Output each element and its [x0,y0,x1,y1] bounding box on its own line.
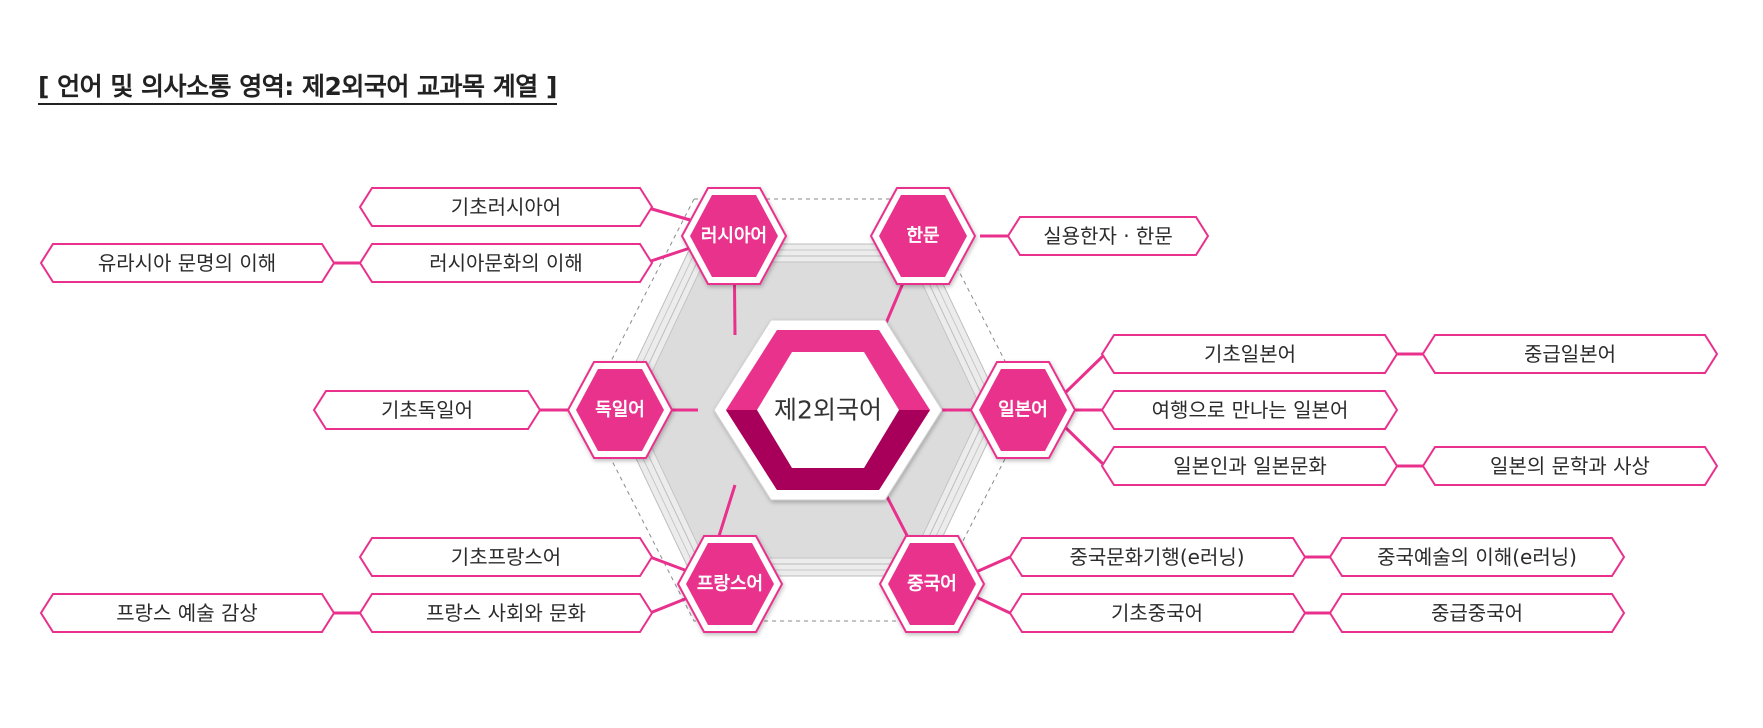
course-label: 프랑스 사회와 문화 [426,601,586,625]
course-box-japanese-literature[interactable]: 일본의 문학과 사상 [1421,446,1719,486]
course-box-russian-culture[interactable]: 러시아문화의 이해 [358,243,654,283]
course-box-hanmun[interactable]: 실용한자 · 한문 [1006,216,1210,256]
course-box-eurasia[interactable]: 유라시아 문명의 이해 [39,243,336,283]
course-box-basic-german[interactable]: 기초독일어 [312,390,542,430]
hex-french[interactable] [676,535,784,633]
hex-hanmun[interactable] [869,187,977,285]
course-box-intermediate-chinese[interactable]: 중급중국어 [1328,593,1626,633]
course-label: 실용한자 · 한문 [1043,224,1172,248]
page-title: [ 언어 및 의사소통 영역: 제2외국어 교과목 계열 ] [38,72,557,105]
course-label: 기초독일어 [381,398,473,422]
course-box-japanese-culture[interactable]: 일본인과 일본문화 [1100,446,1399,486]
course-label: 중급중국어 [1431,601,1523,625]
course-label: 기초일본어 [1204,342,1296,366]
center-label: 제2외국어 [774,396,882,425]
course-label: 기초프랑스어 [451,545,561,569]
course-box-basic-russian[interactable]: 기초러시아어 [358,187,654,227]
course-box-chinese-culture-tour[interactable]: 중국문화기행(e러닝) [1008,537,1307,577]
course-box-french-society[interactable]: 프랑스 사회와 문화 [358,593,654,633]
course-label: 일본의 문학과 사상 [1490,454,1650,478]
course-label: 중급일본어 [1524,342,1616,366]
course-label: 유라시아 문명의 이해 [98,251,276,275]
course-label: 러시아문화의 이해 [429,251,583,275]
center-hexagon [713,319,943,501]
course-box-basic-french[interactable]: 기초프랑스어 [358,537,654,577]
hex-japanese[interactable] [969,361,1077,459]
hex-german[interactable] [566,361,674,459]
course-box-intermediate-japanese[interactable]: 중급일본어 [1421,334,1719,374]
course-label: 중국예술의 이해(e러닝) [1377,545,1577,569]
hex-label-german: 독일어 [595,400,645,421]
hex-label-chinese: 중국어 [907,574,957,595]
course-label: 일본인과 일본문화 [1173,454,1327,478]
course-label: 기초러시아어 [451,195,561,219]
course-box-chinese-art[interactable]: 중국예술의 이해(e러닝) [1328,537,1626,577]
course-label: 여행으로 만나는 일본어 [1152,398,1349,422]
hex-chinese[interactable] [878,535,986,633]
course-connectors [334,205,1425,615]
course-box-basic-japanese[interactable]: 기초일본어 [1100,334,1399,374]
course-box-basic-chinese[interactable]: 기초중국어 [1008,593,1307,633]
hex-russian[interactable] [680,187,788,285]
course-label: 프랑스 예술 감상 [116,601,258,625]
course-label: 기초중국어 [1111,601,1203,625]
course-box-travel-japanese[interactable]: 여행으로 만나는 일본어 [1100,390,1399,430]
hex-label-japanese: 일본어 [998,400,1048,421]
hex-label-french: 프랑스어 [697,574,763,595]
hex-label-hanmun: 한문 [906,226,939,247]
course-box-french-art[interactable]: 프랑스 예술 감상 [39,593,336,633]
course-label: 중국문화기행(e러닝) [1069,545,1244,569]
hex-label-russian: 러시아어 [701,226,767,247]
